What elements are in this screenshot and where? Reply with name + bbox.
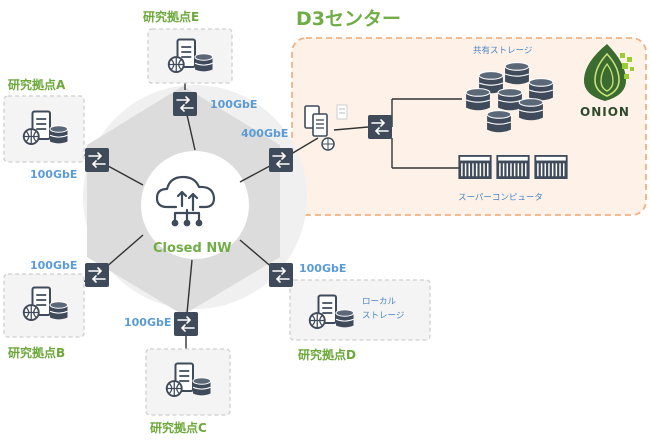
- onion-logo: [583, 44, 634, 101]
- switch-d-icon: [269, 263, 293, 287]
- switch-b-icon: [85, 263, 109, 287]
- onion-logo-text: ONION: [580, 105, 630, 119]
- switch-core-icon: [269, 148, 293, 172]
- switch-d3-icon: [368, 115, 392, 139]
- supercomputer-label: スーパーコンピュータ: [458, 193, 543, 203]
- site-e-label: 研究拠点E: [143, 10, 200, 24]
- local-storage-label: ローカル ストレージ: [362, 297, 405, 321]
- site-c-speed: 100GbE: [124, 316, 172, 329]
- gateway-server-icon: [304, 104, 348, 151]
- site-a-label: 研究拠点A: [8, 78, 66, 92]
- switch-c-icon: [174, 312, 198, 336]
- d3-link-speed: 400GbE: [241, 127, 289, 140]
- site-b-label: 研究拠点B: [8, 346, 66, 360]
- closed-network-label: Closed NW: [153, 241, 232, 256]
- supercomputer-icon: [458, 155, 568, 179]
- site-a-speed: 100GbE: [30, 168, 78, 181]
- site-e-speed: 100GbE: [210, 98, 258, 111]
- d3-center-title: D3センター: [296, 8, 401, 30]
- site-d-speed: 100GbE: [299, 262, 347, 275]
- cloud-network-icon: [155, 175, 216, 227]
- site-d-label: 研究拠点D: [298, 348, 356, 362]
- switch-a-icon: [85, 148, 109, 172]
- site-d-box: [289, 279, 431, 341]
- shared-storage-label: 共有ストレージ: [473, 46, 533, 56]
- site-c-label: 研究拠点C: [150, 421, 207, 435]
- core-circle: [141, 151, 249, 259]
- site-b-speed: 100GbE: [30, 259, 78, 272]
- switch-e-icon: [173, 92, 197, 116]
